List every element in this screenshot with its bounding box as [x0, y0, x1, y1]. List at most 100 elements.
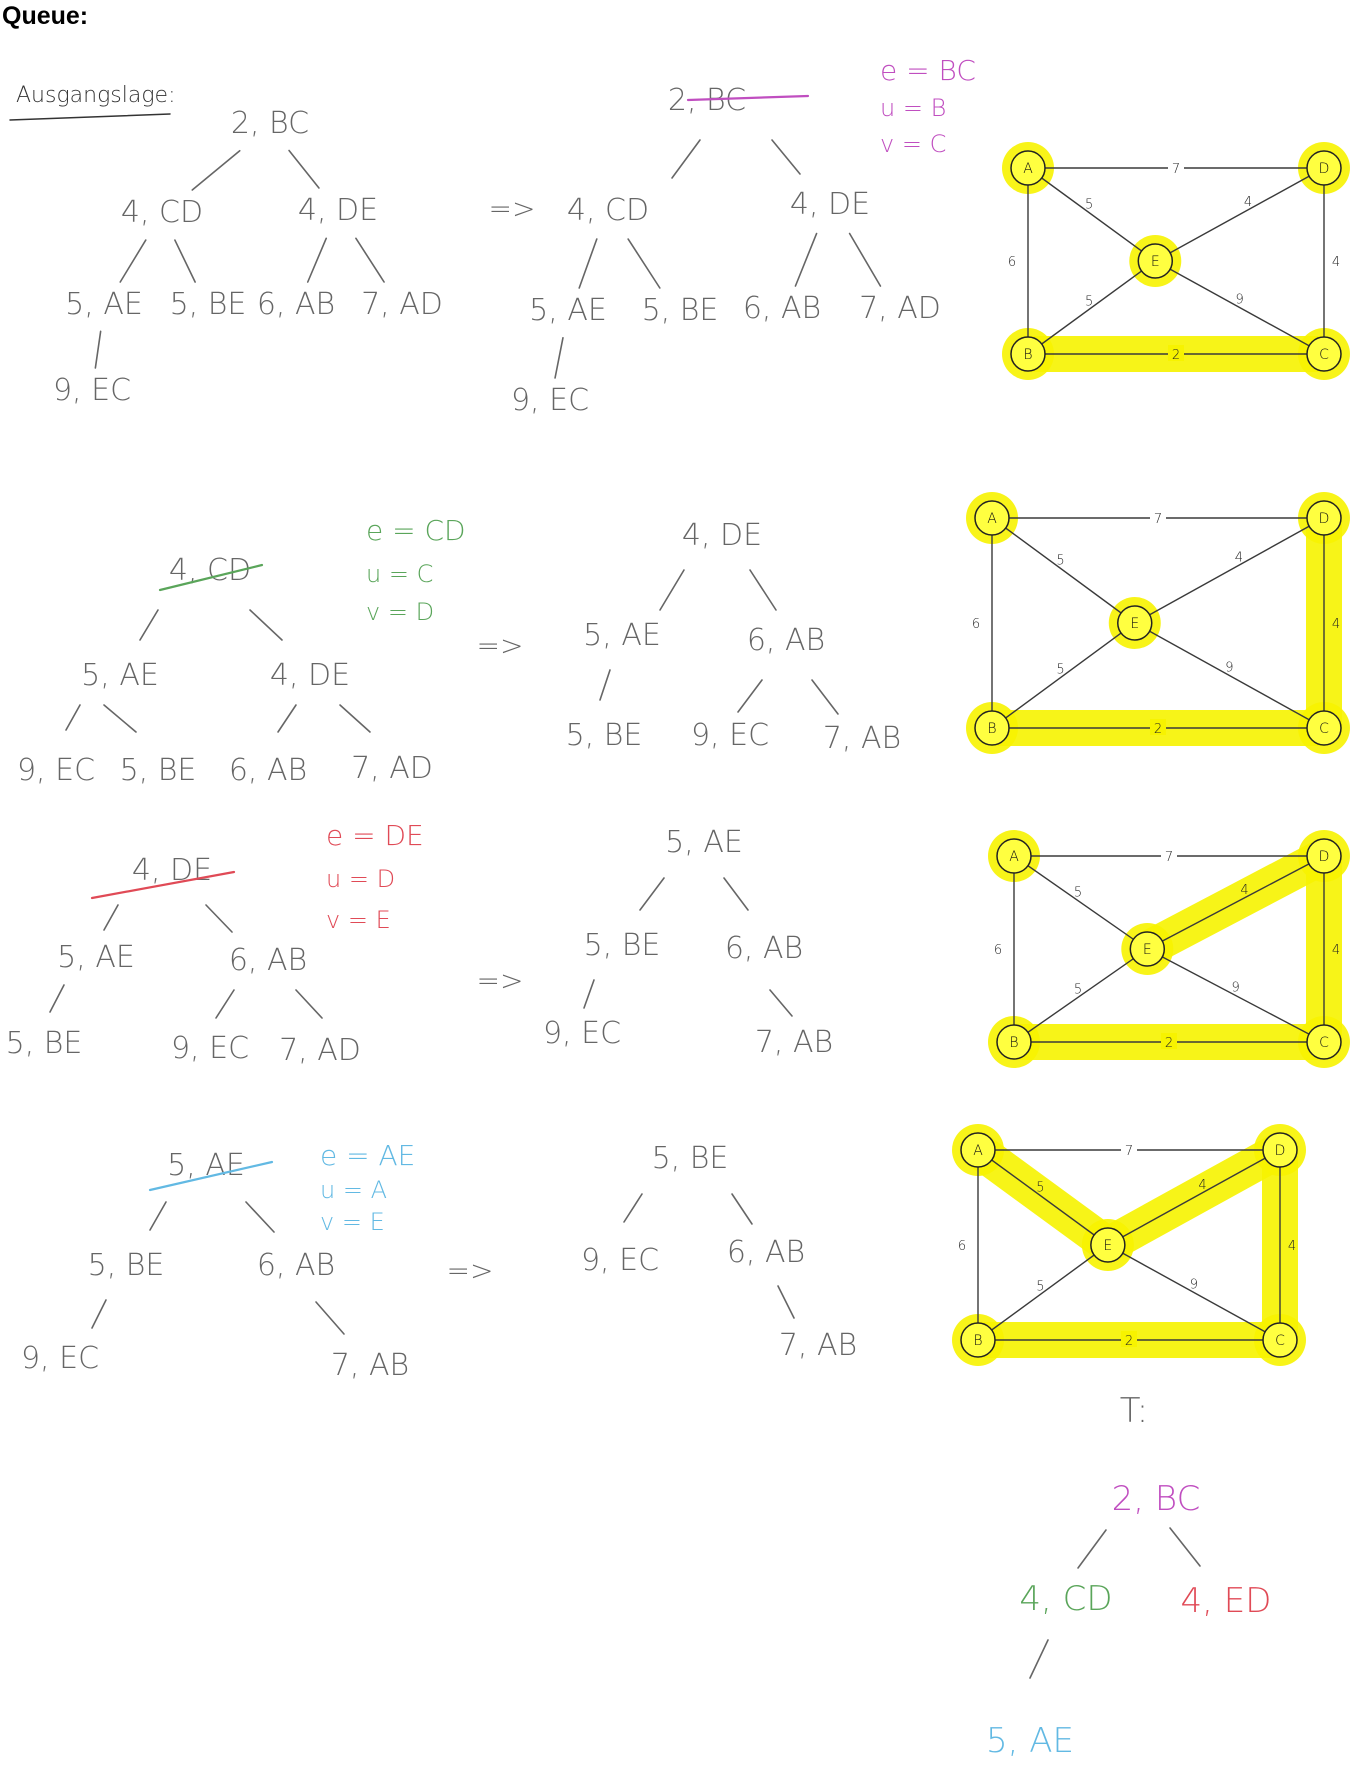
heap-edge — [639, 877, 665, 911]
graph-node-c — [1306, 710, 1342, 746]
heap-node: 5, AE — [81, 658, 159, 693]
heap-edge — [731, 1193, 753, 1225]
edge-weight: 2 — [1154, 722, 1162, 737]
graph-node-label: E — [1103, 1238, 1112, 1254]
graph-node-label: E — [1130, 616, 1139, 632]
edge-weight: 9 — [1235, 293, 1243, 308]
heap-node: 4, DE — [682, 518, 762, 553]
heap-node: 9, EC — [17, 753, 95, 788]
heap-node: 5, AE — [57, 940, 135, 975]
result-node: 4, ED — [1181, 1581, 1272, 1621]
edge-weight: 2 — [1125, 1334, 1133, 1349]
graph-node-b — [974, 710, 1010, 746]
step-note: u = C — [366, 560, 433, 588]
heap-edge — [295, 989, 323, 1019]
graph-node-d — [1306, 150, 1342, 186]
result-node: 2, BC — [1112, 1479, 1201, 1519]
edge-weight: 6 — [972, 617, 980, 632]
graph-node-e — [1090, 1227, 1126, 1263]
weight-bg — [1121, 1331, 1137, 1347]
heap-edge — [659, 569, 685, 611]
step-note: e = BC — [880, 54, 976, 87]
edge-weight: 5 — [1085, 294, 1093, 309]
heap-edge — [671, 139, 701, 179]
graph-node-e — [1117, 605, 1153, 641]
edge-weight: 4 — [1198, 1178, 1206, 1193]
removed-node: 2, BC — [668, 83, 746, 118]
graph-edge — [977, 1149, 1109, 1246]
step-note: u = D — [326, 865, 395, 893]
strike-line — [148, 1160, 274, 1192]
heap-node: 9, EC — [21, 1341, 99, 1376]
start-label: Ausgangslage: — [16, 83, 176, 108]
heap-node: 4, CD — [121, 195, 203, 230]
heap-edge — [723, 877, 749, 911]
step-note: e = DE — [326, 819, 424, 852]
heap-edge — [315, 1301, 345, 1335]
heap-edge — [578, 238, 598, 289]
weight-bg — [1150, 719, 1166, 735]
edge-weight: 5 — [1074, 982, 1082, 997]
result-edge — [1077, 1529, 1107, 1569]
heap-edge — [65, 704, 81, 731]
step-note: e = AE — [320, 1139, 415, 1172]
graph-edge — [977, 1244, 1109, 1341]
heap-node: 5, BE — [584, 928, 661, 963]
graph-edge — [991, 517, 1136, 624]
heap-edge — [623, 1193, 643, 1223]
edge-weight: 2 — [1165, 1036, 1173, 1051]
edge-weight: 9 — [1225, 661, 1233, 676]
heap-node: 7, AD — [361, 287, 443, 322]
graph-node-d — [1306, 838, 1342, 874]
arrow: => — [447, 1254, 494, 1287]
heap-edge — [288, 149, 320, 189]
weight-bg — [1121, 1141, 1137, 1157]
graph-edge — [1027, 260, 1156, 355]
edge-weight: 4 — [1240, 883, 1248, 898]
heap-node: 7, AD — [279, 1033, 361, 1068]
heap-node: 5, BE — [6, 1026, 83, 1061]
graph-node-label: C — [1319, 1035, 1329, 1051]
graph-edge — [991, 622, 1136, 729]
step-note: v = C — [880, 130, 946, 158]
graph-edge — [1027, 167, 1156, 262]
graph-edge — [1107, 1149, 1281, 1246]
strike-line — [686, 94, 810, 102]
graph-node-e — [1129, 931, 1166, 967]
heap-edge — [583, 979, 595, 1009]
heap-node: 6, AB — [747, 623, 825, 658]
edge-weight: 2 — [1172, 348, 1180, 363]
graph-edge — [1154, 260, 1325, 355]
arrow: => — [477, 964, 524, 997]
heap-node: 7, AB — [779, 1328, 857, 1363]
edge-weight: 6 — [1008, 255, 1016, 270]
heap-node: 6, AB — [229, 753, 307, 788]
graph-node-label: A — [973, 1143, 983, 1159]
heap-node: 9, EC — [543, 1016, 621, 1051]
heap-node: 5, AE — [65, 287, 143, 322]
start-label-underline — [9, 113, 171, 121]
edge-weight: 5 — [1056, 663, 1064, 678]
graph-node-b — [1010, 336, 1046, 372]
removed-node: 4, DE — [132, 853, 212, 888]
weight-bg — [1161, 847, 1177, 863]
heap-node: 9, EC — [171, 1031, 249, 1066]
heap-node: 6, AB — [257, 287, 335, 322]
graph-edge — [1013, 855, 1148, 950]
graph-edge — [1013, 948, 1148, 1043]
graph-edge — [1107, 1244, 1281, 1341]
result-node: 4, CD — [1019, 1579, 1112, 1619]
edge-weight: 6 — [994, 943, 1002, 958]
heap-node: 9, EC — [53, 373, 131, 408]
graph-node-d — [1262, 1132, 1298, 1168]
heap-node: 5, AE — [529, 293, 607, 328]
heap-edge — [139, 609, 159, 641]
graph-node-label: B — [1009, 1035, 1018, 1051]
heap-node: 5, BE — [642, 293, 719, 328]
